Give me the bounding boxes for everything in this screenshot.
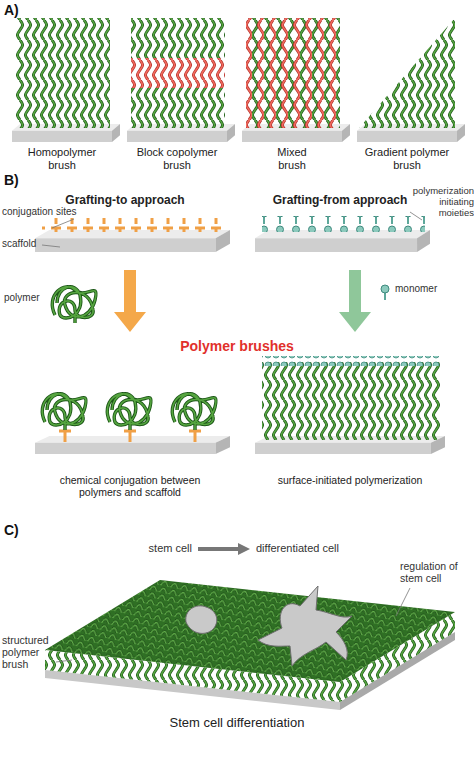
polymer-coil — [107, 394, 151, 430]
block-green — [131, 88, 225, 128]
panel-c — [45, 543, 455, 710]
panel-letter: B) — [4, 172, 28, 188]
callout-text: polymer — [4, 292, 49, 304]
panel-letter: A) — [4, 2, 28, 18]
arrow-head — [238, 543, 250, 555]
scaffold-slab — [255, 230, 430, 252]
chain-ends — [262, 356, 440, 366]
callout-text: differentiated cell — [256, 542, 366, 555]
leader-line — [52, 219, 74, 228]
callout-text: conjugation sites — [2, 206, 92, 218]
callout-text: structured polymer brush — [2, 634, 64, 670]
stem-cell — [186, 606, 217, 634]
center-heading: Polymer brushes — [137, 338, 337, 354]
leader-line — [396, 588, 410, 616]
caption: Mixed brush — [264, 146, 320, 171]
differentiated-cell — [258, 586, 352, 666]
leader-line — [42, 245, 60, 247]
caption: Block copolymer brush — [132, 146, 222, 171]
caption: chemical conjugation between polymers an… — [40, 474, 220, 498]
homopolymer-brush — [16, 18, 110, 128]
scaffold-slab — [35, 230, 230, 252]
callout-text: monomer — [395, 283, 465, 295]
gradient-brush — [359, 18, 455, 128]
polymer-coil — [42, 394, 86, 430]
grown-brush — [262, 362, 440, 440]
panel-a — [12, 18, 465, 142]
callout-text: regulation of stem cell — [400, 560, 472, 584]
caption: Gradient polymer brush — [360, 146, 455, 171]
leader-line — [410, 212, 422, 220]
monomer-ball — [381, 285, 389, 293]
caption: surface-initiated polymerization — [260, 474, 440, 486]
callout-text: scaffold — [2, 238, 52, 250]
block-red — [131, 58, 225, 88]
leader-line — [56, 660, 72, 662]
panel-b — [35, 212, 445, 454]
panel-letter: C) — [4, 522, 28, 538]
mixed-brush — [246, 18, 340, 128]
orange-arrow — [114, 270, 146, 332]
caption: Homopolymer brush — [17, 146, 107, 171]
approach-heading: Grafting-from approach — [265, 194, 415, 208]
initiator-row — [262, 216, 425, 232]
structured-brush-top — [45, 580, 455, 682]
polymer-coil — [52, 287, 96, 323]
approach-heading: Grafting-to approach — [40, 194, 210, 208]
conjugation-sites — [59, 431, 201, 442]
differentiation-arrow — [198, 547, 240, 551]
callout-text: stem cell — [130, 542, 192, 555]
block-green — [131, 18, 225, 58]
green-arrow — [339, 270, 371, 332]
polymer-coil — [172, 394, 216, 430]
caption: Stem cell differentiation — [112, 716, 362, 731]
conjugation-sites — [42, 218, 226, 232]
callout-text: polymerization initiating moieties — [408, 186, 474, 219]
